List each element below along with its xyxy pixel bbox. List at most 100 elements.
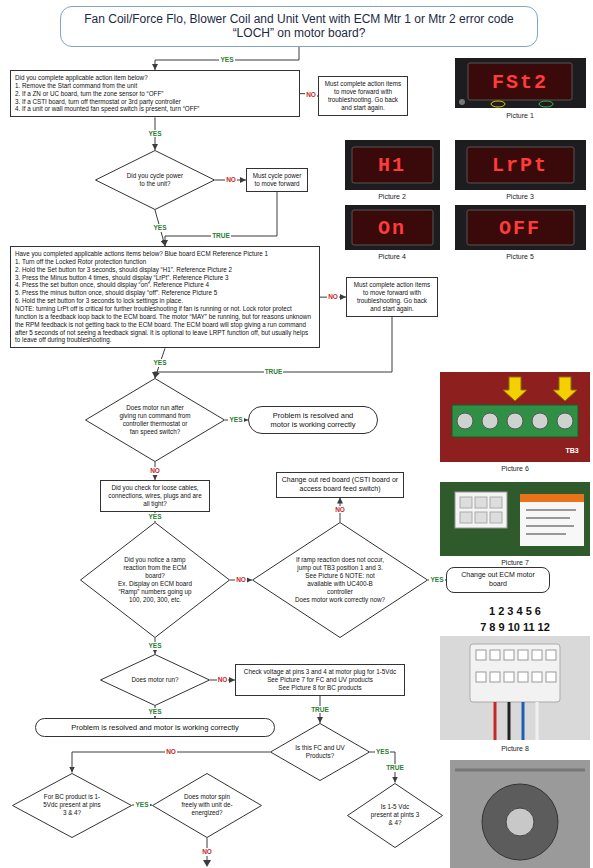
plug-pin bbox=[475, 497, 487, 508]
photo-frame bbox=[345, 140, 440, 190]
diamond-text: Did you cycle power to the unit? bbox=[124, 172, 186, 188]
motor-body bbox=[482, 784, 558, 860]
flow-label: YES bbox=[228, 416, 243, 423]
diamond-shape bbox=[81, 523, 230, 638]
picture-caption: Picture 2 bbox=[378, 193, 406, 201]
flow-label: NO bbox=[201, 848, 213, 855]
flow-connector bbox=[155, 47, 299, 70]
terminal-screw bbox=[557, 413, 573, 429]
decision-diamond: Does motor spin freely with unit de-ener… bbox=[152, 773, 262, 838]
node-text: Did you complete applicable action item … bbox=[15, 74, 295, 82]
terminal-label: TB3 bbox=[565, 447, 578, 455]
flow-label: TRUE bbox=[264, 368, 284, 375]
photo-frame bbox=[440, 372, 590, 462]
node-text: See Picture 7 for FC and UV products bbox=[240, 676, 400, 684]
node-text: Must complete action items to move forwa… bbox=[351, 281, 433, 312]
plug-pin bbox=[460, 497, 472, 508]
flow-label: YES bbox=[152, 359, 167, 366]
flow-label: NO bbox=[334, 506, 346, 513]
flow-label: TRUE bbox=[310, 706, 330, 713]
photo-frame bbox=[440, 482, 590, 556]
node-text: 3. Press the Minus button 4 times, shoul… bbox=[15, 274, 315, 282]
node-text: Does motor run? bbox=[127, 676, 184, 684]
node-text: Did you cycle power to the unit? bbox=[124, 172, 186, 188]
node-text: 6. Hold the set button for 3 seconds to … bbox=[15, 297, 315, 305]
flow-label: YES bbox=[429, 576, 444, 583]
led-display bbox=[467, 210, 574, 245]
highlight-ring bbox=[539, 101, 553, 107]
node-text: Is this FC and UV Products? bbox=[294, 744, 346, 760]
diamond-shape bbox=[96, 151, 215, 210]
node-text: 4. Press the set button once, should dis… bbox=[15, 281, 315, 289]
flow-label: NO bbox=[217, 676, 229, 683]
diamond-text: If ramp reaction does not occur, jump ou… bbox=[294, 556, 386, 603]
pin-numbers: 1 2 3 4 5 6 bbox=[489, 605, 541, 618]
node-text: Check voltage at pins 3 and 4 at motor p… bbox=[240, 668, 400, 676]
flow-label: NO bbox=[305, 91, 317, 98]
decision-diamond: For BC product is 1-5Vdc present at pins… bbox=[12, 773, 132, 838]
picture-caption: Picture 4 bbox=[378, 253, 406, 261]
sticker bbox=[520, 494, 584, 546]
display-readout: OFF bbox=[499, 217, 541, 240]
highlight-ring bbox=[491, 101, 505, 107]
photo-frame bbox=[440, 600, 590, 740]
node-text: 3. If a CSTI board, turn off thermostat … bbox=[15, 98, 295, 106]
node-text: 1. Remove the Start command from the uni… bbox=[15, 82, 295, 90]
plug-connector bbox=[470, 644, 560, 702]
flow-label: YES bbox=[147, 130, 162, 137]
diamond-text: Is 1-5 Vdc present at pints 3 & 4? bbox=[370, 803, 420, 827]
node-text: 2. If a ZN or UC board, turn the zone se… bbox=[15, 90, 295, 98]
diamond-text: Does motor spin freely with unit de-ener… bbox=[179, 793, 236, 817]
node-text: Is 1-5 Vdc present at pints 3 & 4? bbox=[370, 803, 420, 827]
terminal-screw bbox=[507, 413, 523, 429]
node-text: NOTE: turning LrPt off is critical for f… bbox=[15, 305, 315, 344]
flow-label: TRUE bbox=[385, 764, 405, 771]
diamond-shape bbox=[253, 523, 428, 638]
pointer-arrow bbox=[553, 377, 577, 401]
diamond-text: Does motor run after giving run command … bbox=[119, 404, 192, 435]
flow-label: NO bbox=[235, 576, 247, 583]
plug-pins bbox=[476, 650, 556, 682]
terminal-screw bbox=[482, 413, 498, 429]
display-readout: On bbox=[378, 217, 406, 240]
picture-caption: Picture 1 bbox=[506, 112, 534, 120]
node-text: Fan Coil/Force Flo, Blower Coil and Unit… bbox=[77, 12, 521, 41]
node-text: Must complete action items to move forwa… bbox=[323, 80, 403, 111]
diamond-text: Is this FC and UV Products? bbox=[294, 744, 346, 760]
diamond-shape bbox=[271, 724, 370, 781]
diamond-text: Does motor run? bbox=[127, 676, 184, 684]
plug-connector bbox=[455, 492, 507, 528]
wire bbox=[522, 702, 525, 740]
process-box: Must complete action items to move forwa… bbox=[318, 76, 408, 115]
plug-pin bbox=[460, 512, 472, 523]
decision-diamond: Does motor run? bbox=[100, 654, 210, 706]
diamond-shape bbox=[348, 783, 443, 847]
number-strip bbox=[440, 600, 590, 636]
node-text: See Picture 8 for BC products bbox=[240, 684, 400, 692]
flow-label: NO bbox=[149, 467, 161, 474]
action-box: Change out ECM motor board bbox=[446, 567, 550, 593]
wire bbox=[494, 702, 497, 740]
node-text: 4. If a unit or wall mounted fan speed s… bbox=[15, 105, 295, 113]
terminal-capsule: Problem is resolved and motor is working… bbox=[35, 718, 275, 737]
node-text: Did you notice a ramp reaction from the … bbox=[116, 556, 194, 580]
diamond-shape bbox=[153, 773, 262, 837]
diamond-text: Did you notice a ramp reaction from the … bbox=[116, 556, 194, 603]
terminal-screw bbox=[457, 413, 473, 429]
photo-frame bbox=[345, 205, 440, 250]
led-display bbox=[467, 147, 574, 183]
node-text: Ex. Display on ECM board “Ramp” numbers … bbox=[116, 580, 194, 604]
process-box: Have you completed applicable actions it… bbox=[10, 246, 320, 348]
flow-label: YES bbox=[375, 748, 390, 755]
terminal-screw bbox=[532, 413, 548, 429]
diamond-shape bbox=[13, 773, 132, 837]
board-part bbox=[459, 99, 465, 105]
photo-frame bbox=[455, 58, 586, 108]
terminal-block bbox=[452, 405, 578, 437]
node-text: 2. Hold the Set button for 3 seconds, sh… bbox=[15, 266, 315, 274]
sticker-print bbox=[526, 510, 576, 534]
title-box: Fan Coil/Force Flo, Blower Coil and Unit… bbox=[60, 6, 538, 47]
process-box: Must cycle power to move forward bbox=[246, 168, 308, 192]
display-readout: LrPt bbox=[492, 154, 548, 177]
plug-pin bbox=[475, 512, 487, 523]
